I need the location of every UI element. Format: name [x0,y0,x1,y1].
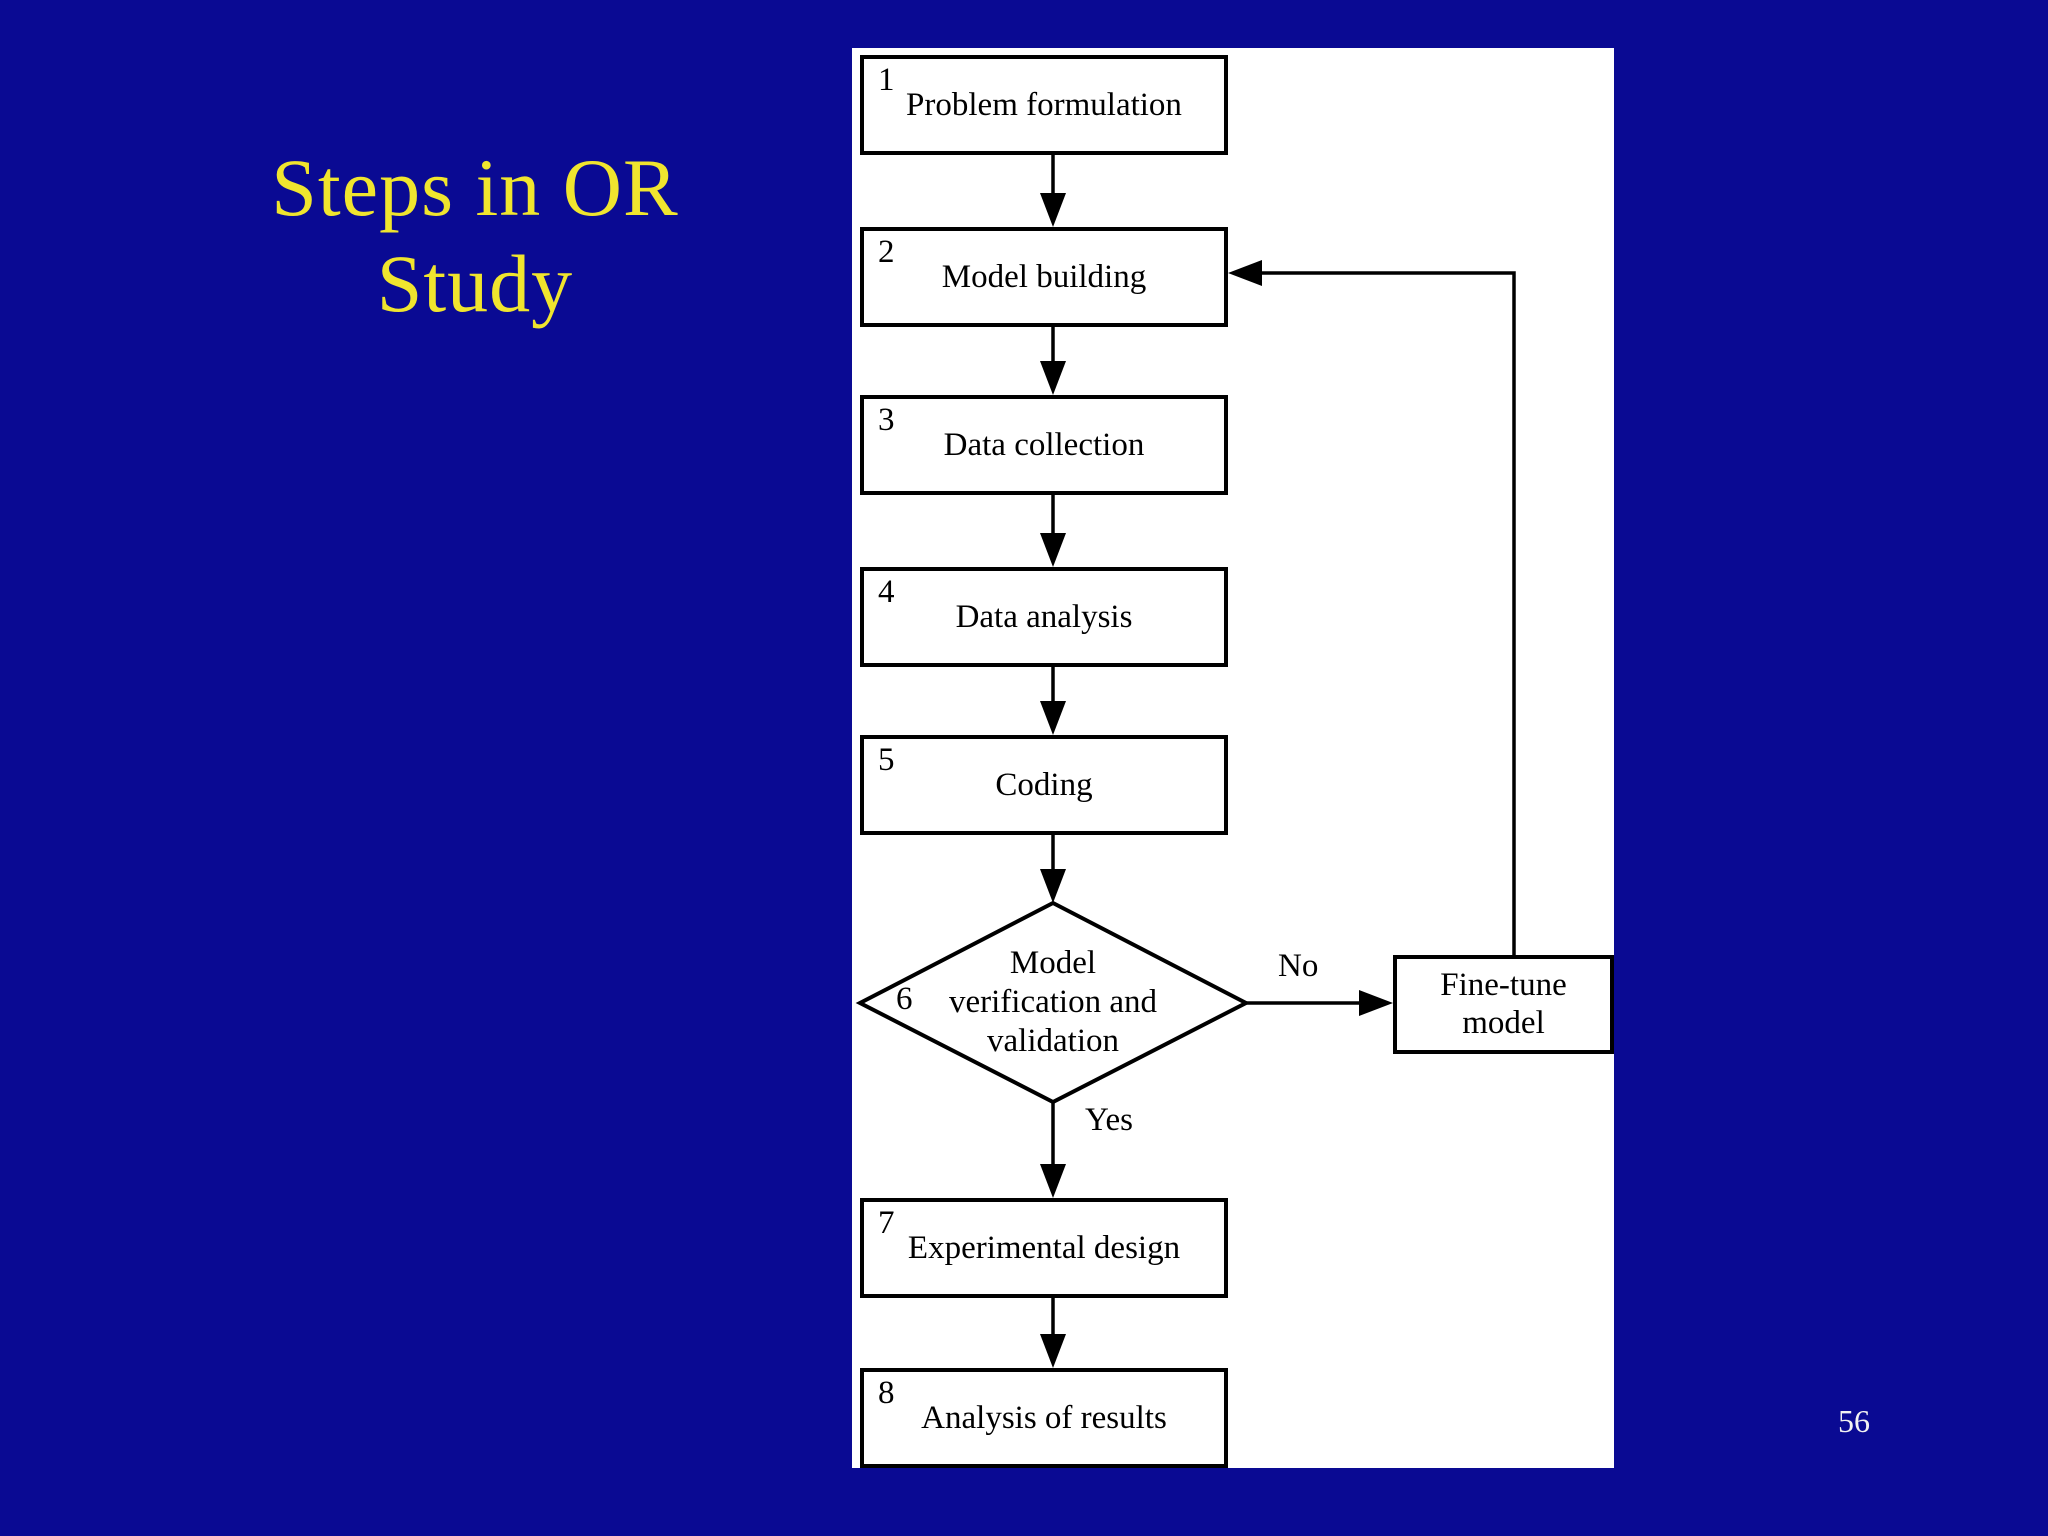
fine-tune-label-line1: Fine-tune [1440,966,1567,1003]
slide-title-line2: Study [376,237,574,329]
page-number: 56 [1838,1403,1870,1439]
step-box-7: 7 Experimental design [860,1198,1228,1298]
step-number: 3 [878,402,895,438]
arrow-step1-step2 [1040,155,1066,227]
step-label: Experimental design [907,1229,1181,1266]
arrow-step5-decision [1040,835,1066,903]
step-number: 7 [878,1205,895,1241]
step-label: Data analysis [955,598,1133,635]
arrow-decision-finetune-no [1246,990,1393,1016]
step-box-2: 2 Model building [860,227,1228,327]
step-number: 8 [878,1375,895,1411]
step-box-1: 1 Problem formulation [860,55,1228,155]
step-box-8: 8 Analysis of results [860,1368,1228,1468]
decision-label-line1: Model [1009,945,1097,981]
step-label: Data collection [943,426,1145,463]
step-number: 2 [878,234,895,270]
decision-label-line2: verification and [949,983,1157,1020]
decision-label: Model verification and validation [903,944,1203,1061]
step-label: Model building [941,258,1147,295]
slide-title-line1: Steps in OR [271,142,679,233]
decision-number: 6 [896,981,913,1017]
yes-branch-label: Yes [1085,1102,1134,1138]
arrow-step3-step4 [1040,495,1066,567]
arrow-step7-step8 [1040,1296,1066,1368]
arrow-step2-step3 [1040,325,1066,395]
fine-tune-label-line2: model [1462,1004,1545,1041]
feedback-line-finetune-step2 [1228,260,1516,955]
fine-tune-box: Fine-tune model [1393,955,1614,1054]
arrow-step4-step5 [1040,665,1066,735]
step-number: 4 [878,574,895,610]
step-label: Coding [995,766,1093,803]
step-label: Analysis of results [921,1399,1167,1436]
step-box-5: 5 Coding [860,735,1228,835]
step-box-4: 4 Data analysis [860,567,1228,667]
slide-title: Steps in OR Study [150,140,800,332]
step-label: Problem formulation [906,86,1182,123]
step-number: 1 [878,62,895,98]
decision-label-line3: validation [987,1022,1119,1059]
no-branch-label: No [1278,948,1319,984]
step-number: 5 [878,742,895,778]
step-box-3: 3 Data collection [860,395,1228,495]
arrow-decision-step7-yes [1040,1102,1066,1198]
